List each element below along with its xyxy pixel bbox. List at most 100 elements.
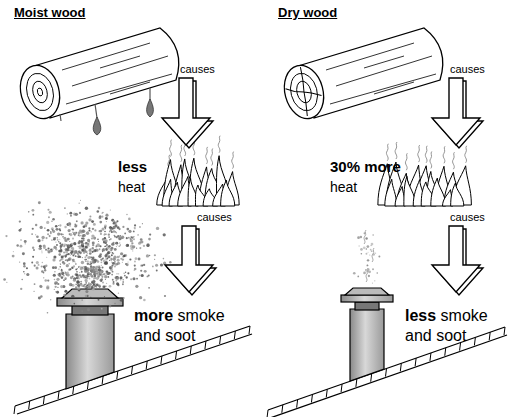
smoke-particle (105, 233, 107, 235)
smoke-particle (57, 237, 58, 238)
smoke-particle (82, 230, 85, 233)
smoke-particle (90, 297, 92, 299)
smoke-particle (357, 236, 360, 239)
smoke-particle (67, 213, 68, 214)
smoke-particle (143, 245, 145, 247)
smoke-particle (50, 231, 52, 233)
smoke-particle (110, 209, 111, 210)
smoke-particle (38, 248, 39, 249)
text-block: lesssmoke and soot (405, 306, 507, 346)
smoke-particle (75, 278, 76, 279)
smoke-particle (63, 279, 65, 281)
smoke-particle (122, 283, 124, 285)
smoke-particle (82, 250, 84, 252)
smoke-particle (169, 261, 171, 263)
smoke-particle (68, 257, 71, 260)
smoke-particle (67, 238, 70, 241)
smoke-particle (117, 262, 120, 265)
chimney-pipe (350, 309, 384, 381)
smoke-particle (52, 266, 55, 269)
smoke-particle (70, 252, 71, 253)
block-arrow (432, 78, 480, 145)
smoke-particle (74, 232, 77, 235)
smoke-particle (86, 242, 87, 243)
smoke-particle (109, 305, 112, 308)
smoke-particle (69, 233, 72, 236)
smoke-particle (59, 273, 61, 275)
smoke-particle (122, 226, 124, 228)
smoke-wisp (232, 152, 234, 169)
smoke-particle (103, 286, 105, 288)
smoke-particle (69, 241, 70, 242)
smoke-wisp (218, 136, 220, 153)
smoke-particle (47, 279, 49, 281)
smoke-particle (69, 249, 71, 251)
roof-shingle (474, 337, 475, 345)
smoke-particle (91, 251, 93, 253)
smoke-particle (77, 284, 80, 287)
smoke-particle (78, 235, 79, 236)
smoke-particle (125, 276, 127, 278)
roof-shingle (356, 379, 357, 387)
smoke-particle (81, 261, 84, 264)
smoke-particle (77, 275, 78, 276)
node-text: Dry wood (278, 5, 324, 20)
smoke-particle (39, 285, 41, 287)
smoke-particle (78, 267, 79, 268)
smoke-particle (142, 223, 143, 224)
smoke-particle (370, 249, 372, 251)
smoke-particle (24, 273, 25, 274)
text-block: Dry wood (278, 5, 324, 20)
smoke-wisp (364, 230, 366, 244)
smoke-particle (87, 263, 90, 266)
smoke-particle (92, 260, 95, 263)
smoke-particle (87, 239, 90, 242)
smoke-particle (78, 246, 79, 247)
smoke-particle (13, 251, 14, 252)
log-end (15, 61, 66, 123)
smoke-particle (38, 201, 41, 204)
smoke-particle (124, 233, 126, 235)
smoke-particle (102, 238, 105, 241)
smoke-particle (51, 221, 52, 222)
smoke-particle (28, 211, 30, 213)
growth-ring (37, 87, 44, 96)
roof-shingle (326, 389, 327, 397)
smoke-particle (99, 215, 101, 217)
smoke-particle (54, 246, 57, 249)
smoke-particle (139, 296, 142, 299)
smoke-particle (39, 248, 41, 250)
smoke-particle (63, 245, 65, 247)
smoke-particle (100, 233, 102, 235)
smoke-particle (85, 284, 86, 285)
smoke-particle (75, 283, 77, 285)
smoke-particle (103, 274, 105, 276)
smoke-particle (93, 283, 95, 285)
smoke-particle (121, 236, 124, 239)
smoke-particle (69, 233, 71, 235)
smoke-particle (107, 251, 110, 254)
smoke-particle (45, 249, 47, 251)
smoke-particle (41, 265, 43, 267)
smoke-particle (55, 242, 56, 243)
smoke-particle (20, 288, 22, 290)
smoke-particle (101, 279, 103, 281)
smoke-particle (80, 235, 81, 236)
smoke-particle (90, 270, 93, 273)
smoke-particle (132, 245, 135, 248)
smoke-particle (107, 255, 110, 258)
smoke-particle (126, 263, 129, 266)
smoke-particle (78, 278, 80, 280)
smoke-particle (105, 262, 108, 265)
smoke-particle (85, 295, 87, 297)
smoke-particle (64, 207, 66, 209)
smoke-particle (85, 221, 88, 224)
smoke-particle (91, 286, 94, 289)
smoke-particle (60, 244, 63, 247)
smoke-particle (54, 289, 55, 290)
smoke-particle (363, 246, 366, 249)
smoke-particle (84, 235, 85, 236)
smoke-particle (71, 243, 73, 245)
